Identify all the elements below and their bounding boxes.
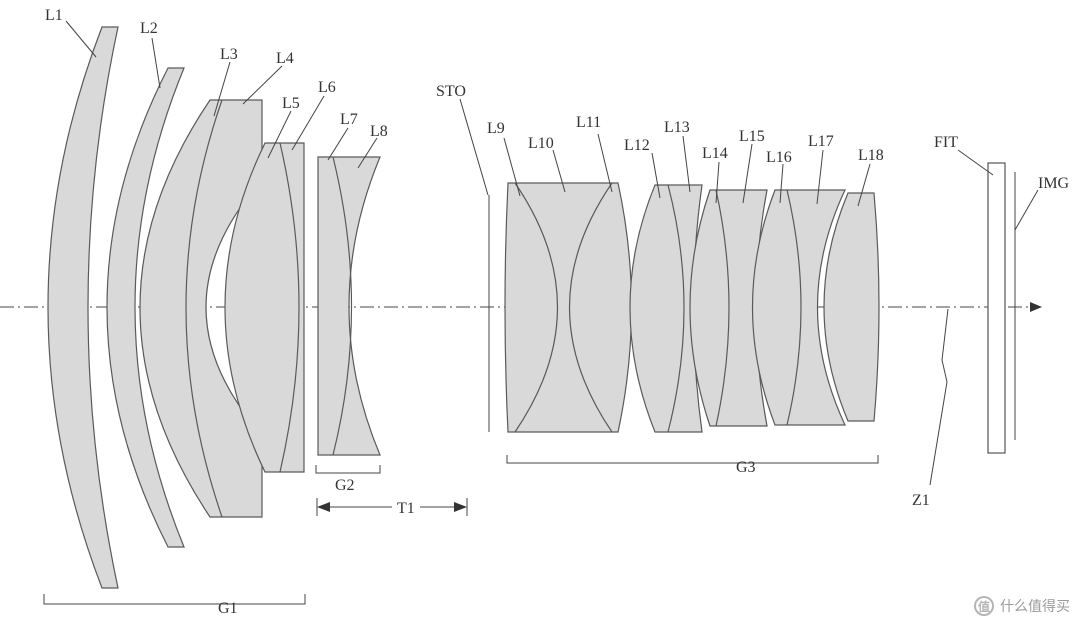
lens-L2 <box>106 67 185 548</box>
leader-lines <box>65 20 1039 486</box>
axis-arrow-icon <box>1030 302 1042 312</box>
label-G2: G2 <box>335 477 355 494</box>
label-IMG: IMG <box>1038 175 1070 192</box>
label-L11: L11 <box>576 114 601 131</box>
surface-L7-L8 <box>332 156 353 456</box>
label-L7: L7 <box>340 111 358 128</box>
surface-L16-L17 <box>786 189 802 426</box>
surface-L3-L4 <box>185 99 223 518</box>
label-L17: L17 <box>808 133 834 150</box>
watermark: 值 什么值得买 <box>974 596 1070 616</box>
bracket-G1 <box>43 594 306 605</box>
label-L8: L8 <box>370 123 388 140</box>
label-FIT: FIT <box>934 134 958 151</box>
surface-L5-L6 <box>279 142 300 473</box>
surface-L10-L11 <box>569 182 613 433</box>
lens-L5-L6 <box>224 142 305 473</box>
label-G1: G1 <box>218 600 238 617</box>
lens-L3-L4 <box>139 99 263 518</box>
label-L1: L1 <box>45 7 63 24</box>
label-L6: L6 <box>318 79 336 96</box>
label-L12: L12 <box>624 137 650 154</box>
label-L9: L9 <box>487 120 505 137</box>
lens-L16-L17 <box>751 189 846 426</box>
lens-L9-L11 <box>504 182 633 433</box>
dimension-T1 <box>316 498 468 516</box>
surface-L9-L10 <box>514 182 558 433</box>
surface-L12-L13 <box>667 184 685 433</box>
label-L18: L18 <box>858 147 884 164</box>
bracket-G3 <box>506 455 879 464</box>
lens-L7-L8 <box>317 156 381 456</box>
lens-L1 <box>47 26 119 589</box>
label-L5: L5 <box>282 95 300 112</box>
label-L14: L14 <box>702 145 728 162</box>
label-L15: L15 <box>739 128 765 145</box>
label-L3: L3 <box>220 46 238 63</box>
surface-L14-L15 <box>715 189 730 427</box>
label-L16: L16 <box>766 149 792 166</box>
watermark-logo-icon: 值 <box>974 596 994 616</box>
label-L2: L2 <box>140 20 158 37</box>
label-L10: L10 <box>528 135 554 152</box>
watermark-text: 什么值得买 <box>1000 599 1070 615</box>
filter-plate <box>987 162 1006 454</box>
bracket-G2 <box>315 465 381 474</box>
label-G3: G3 <box>736 459 756 476</box>
label-Z1: Z1 <box>912 492 930 509</box>
lens-L18 <box>823 192 880 422</box>
label-STO: STO <box>436 83 466 100</box>
label-L4: L4 <box>276 50 294 67</box>
label-T1: T1 <box>397 500 415 517</box>
label-L13: L13 <box>664 119 690 136</box>
